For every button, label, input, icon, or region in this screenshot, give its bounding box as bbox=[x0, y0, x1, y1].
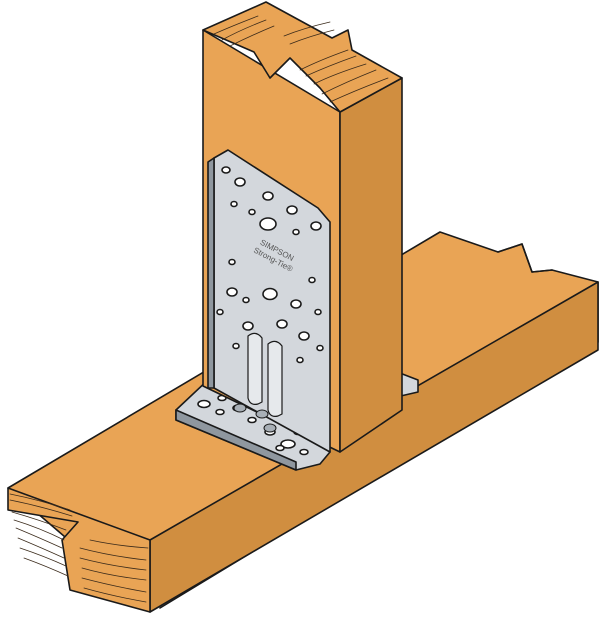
bracket-vertical-edge bbox=[207, 157, 215, 389]
screw-head bbox=[255, 409, 269, 419]
beam-end-grain bbox=[9, 493, 149, 603]
bracket-stiffeners bbox=[247, 332, 283, 417]
post-side-face bbox=[339, 77, 403, 453]
beam-end-face bbox=[7, 487, 151, 613]
post-top-grain bbox=[213, 15, 389, 103]
bracket-vertical-leg: SIMPSON Strong-Tie® bbox=[207, 149, 331, 453]
base-fasteners bbox=[233, 403, 277, 433]
bracket-base-edge bbox=[175, 409, 297, 471]
post-top-face bbox=[202, 1, 403, 113]
vertical-holes bbox=[216, 166, 324, 364]
beam-break-notch bbox=[497, 243, 553, 273]
screw-head bbox=[233, 403, 247, 413]
screw-head bbox=[263, 423, 277, 433]
